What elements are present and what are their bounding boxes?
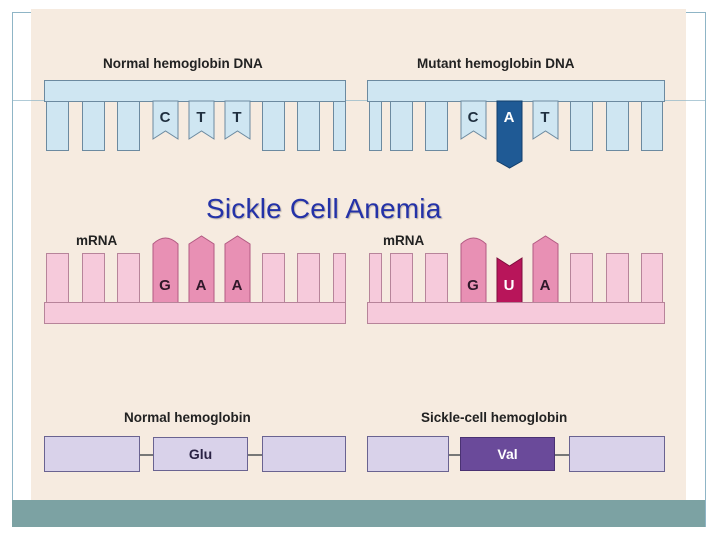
mrna-nucleotide — [46, 253, 69, 303]
dna-nucleotide — [82, 101, 105, 151]
mutant-protein-label: Sickle-cell hemoglobin — [421, 410, 568, 425]
slide-footer-bar — [12, 500, 705, 527]
normal-mrna-base-1: G — [159, 277, 171, 294]
dna-nucleotide-c — [152, 100, 179, 140]
mrna-nucleotide — [390, 253, 413, 303]
mutant-mrna-base-3: A — [539, 277, 551, 294]
frame-divider-line — [12, 100, 705, 101]
dna-nucleotide-t — [224, 100, 251, 140]
mrna-nucleotide — [425, 253, 448, 303]
normal-amino-acid-left — [44, 436, 140, 472]
mrna-nucleotide — [606, 253, 629, 303]
mrna-nucleotide — [333, 253, 346, 303]
mrna-nucleotide — [369, 253, 382, 303]
mrna-nucleotide — [297, 253, 320, 303]
mutant-mrna-base-2: U — [503, 277, 515, 294]
mutant-mrna-backbone — [367, 302, 665, 324]
normal-dna-base-3: T — [232, 109, 242, 126]
frame-left-line — [12, 12, 13, 527]
mrna-nucleotide-g — [152, 237, 179, 304]
mrna-nucleotide-g — [460, 237, 487, 304]
mutant-mrna-base-1: G — [467, 277, 479, 294]
dna-nucleotide — [390, 101, 413, 151]
mutant-dna-backbone — [367, 80, 665, 102]
dna-nucleotide — [46, 101, 69, 151]
normal-dna-label: Normal hemoglobin DNA — [103, 56, 263, 71]
mrna-nucleotide-a — [532, 235, 559, 304]
normal-dna-backbone — [44, 80, 346, 102]
normal-amino-acid-right — [262, 436, 346, 472]
normal-dna-base-1: C — [159, 109, 171, 126]
dna-nucleotide — [369, 101, 382, 151]
dna-nucleotide — [262, 101, 285, 151]
normal-dna-base-2: T — [196, 109, 206, 126]
mrna-nucleotide-u-mutant — [496, 257, 523, 304]
normal-mrna-base-2: A — [195, 277, 207, 294]
mutant-dna-base-3: T — [540, 109, 550, 126]
dna-nucleotide — [606, 101, 629, 151]
mrna-nucleotide — [262, 253, 285, 303]
normal-mrna-label: mRNA — [76, 233, 118, 248]
dna-nucleotide-a-mutant — [496, 100, 523, 169]
dna-nucleotide — [333, 101, 346, 151]
mutant-amino-acid-right — [569, 436, 665, 472]
normal-amino-acid-glu: Glu — [153, 437, 248, 471]
mutant-amino-acid-left — [367, 436, 449, 472]
mrna-nucleotide — [641, 253, 663, 303]
mrna-nucleotide — [570, 253, 593, 303]
dna-nucleotide — [117, 101, 140, 151]
mutant-dna-label: Mutant hemoglobin DNA — [417, 56, 575, 71]
dna-nucleotide-c — [460, 100, 487, 140]
normal-mrna-backbone — [44, 302, 346, 324]
mutant-mrna-label: mRNA — [383, 233, 425, 248]
mutant-dna-base-1: C — [467, 109, 479, 126]
mrna-nucleotide-a — [188, 235, 215, 304]
dna-nucleotide — [570, 101, 593, 151]
dna-nucleotide — [641, 101, 663, 151]
normal-protein-label: Normal hemoglobin — [124, 410, 251, 425]
mutant-amino-acid-val: Val — [460, 437, 555, 471]
mutant-dna-base-2: A — [503, 109, 515, 126]
dna-nucleotide — [297, 101, 320, 151]
mrna-nucleotide — [82, 253, 105, 303]
frame-right-line — [705, 12, 706, 527]
dna-nucleotide-t — [532, 100, 559, 140]
normal-mrna-base-3: A — [231, 277, 243, 294]
dna-nucleotide — [425, 101, 448, 151]
mrna-nucleotide-a — [224, 235, 251, 304]
dna-nucleotide-t — [188, 100, 215, 140]
mrna-nucleotide — [117, 253, 140, 303]
diagram-title: Sickle Cell Anemia — [206, 193, 442, 224]
